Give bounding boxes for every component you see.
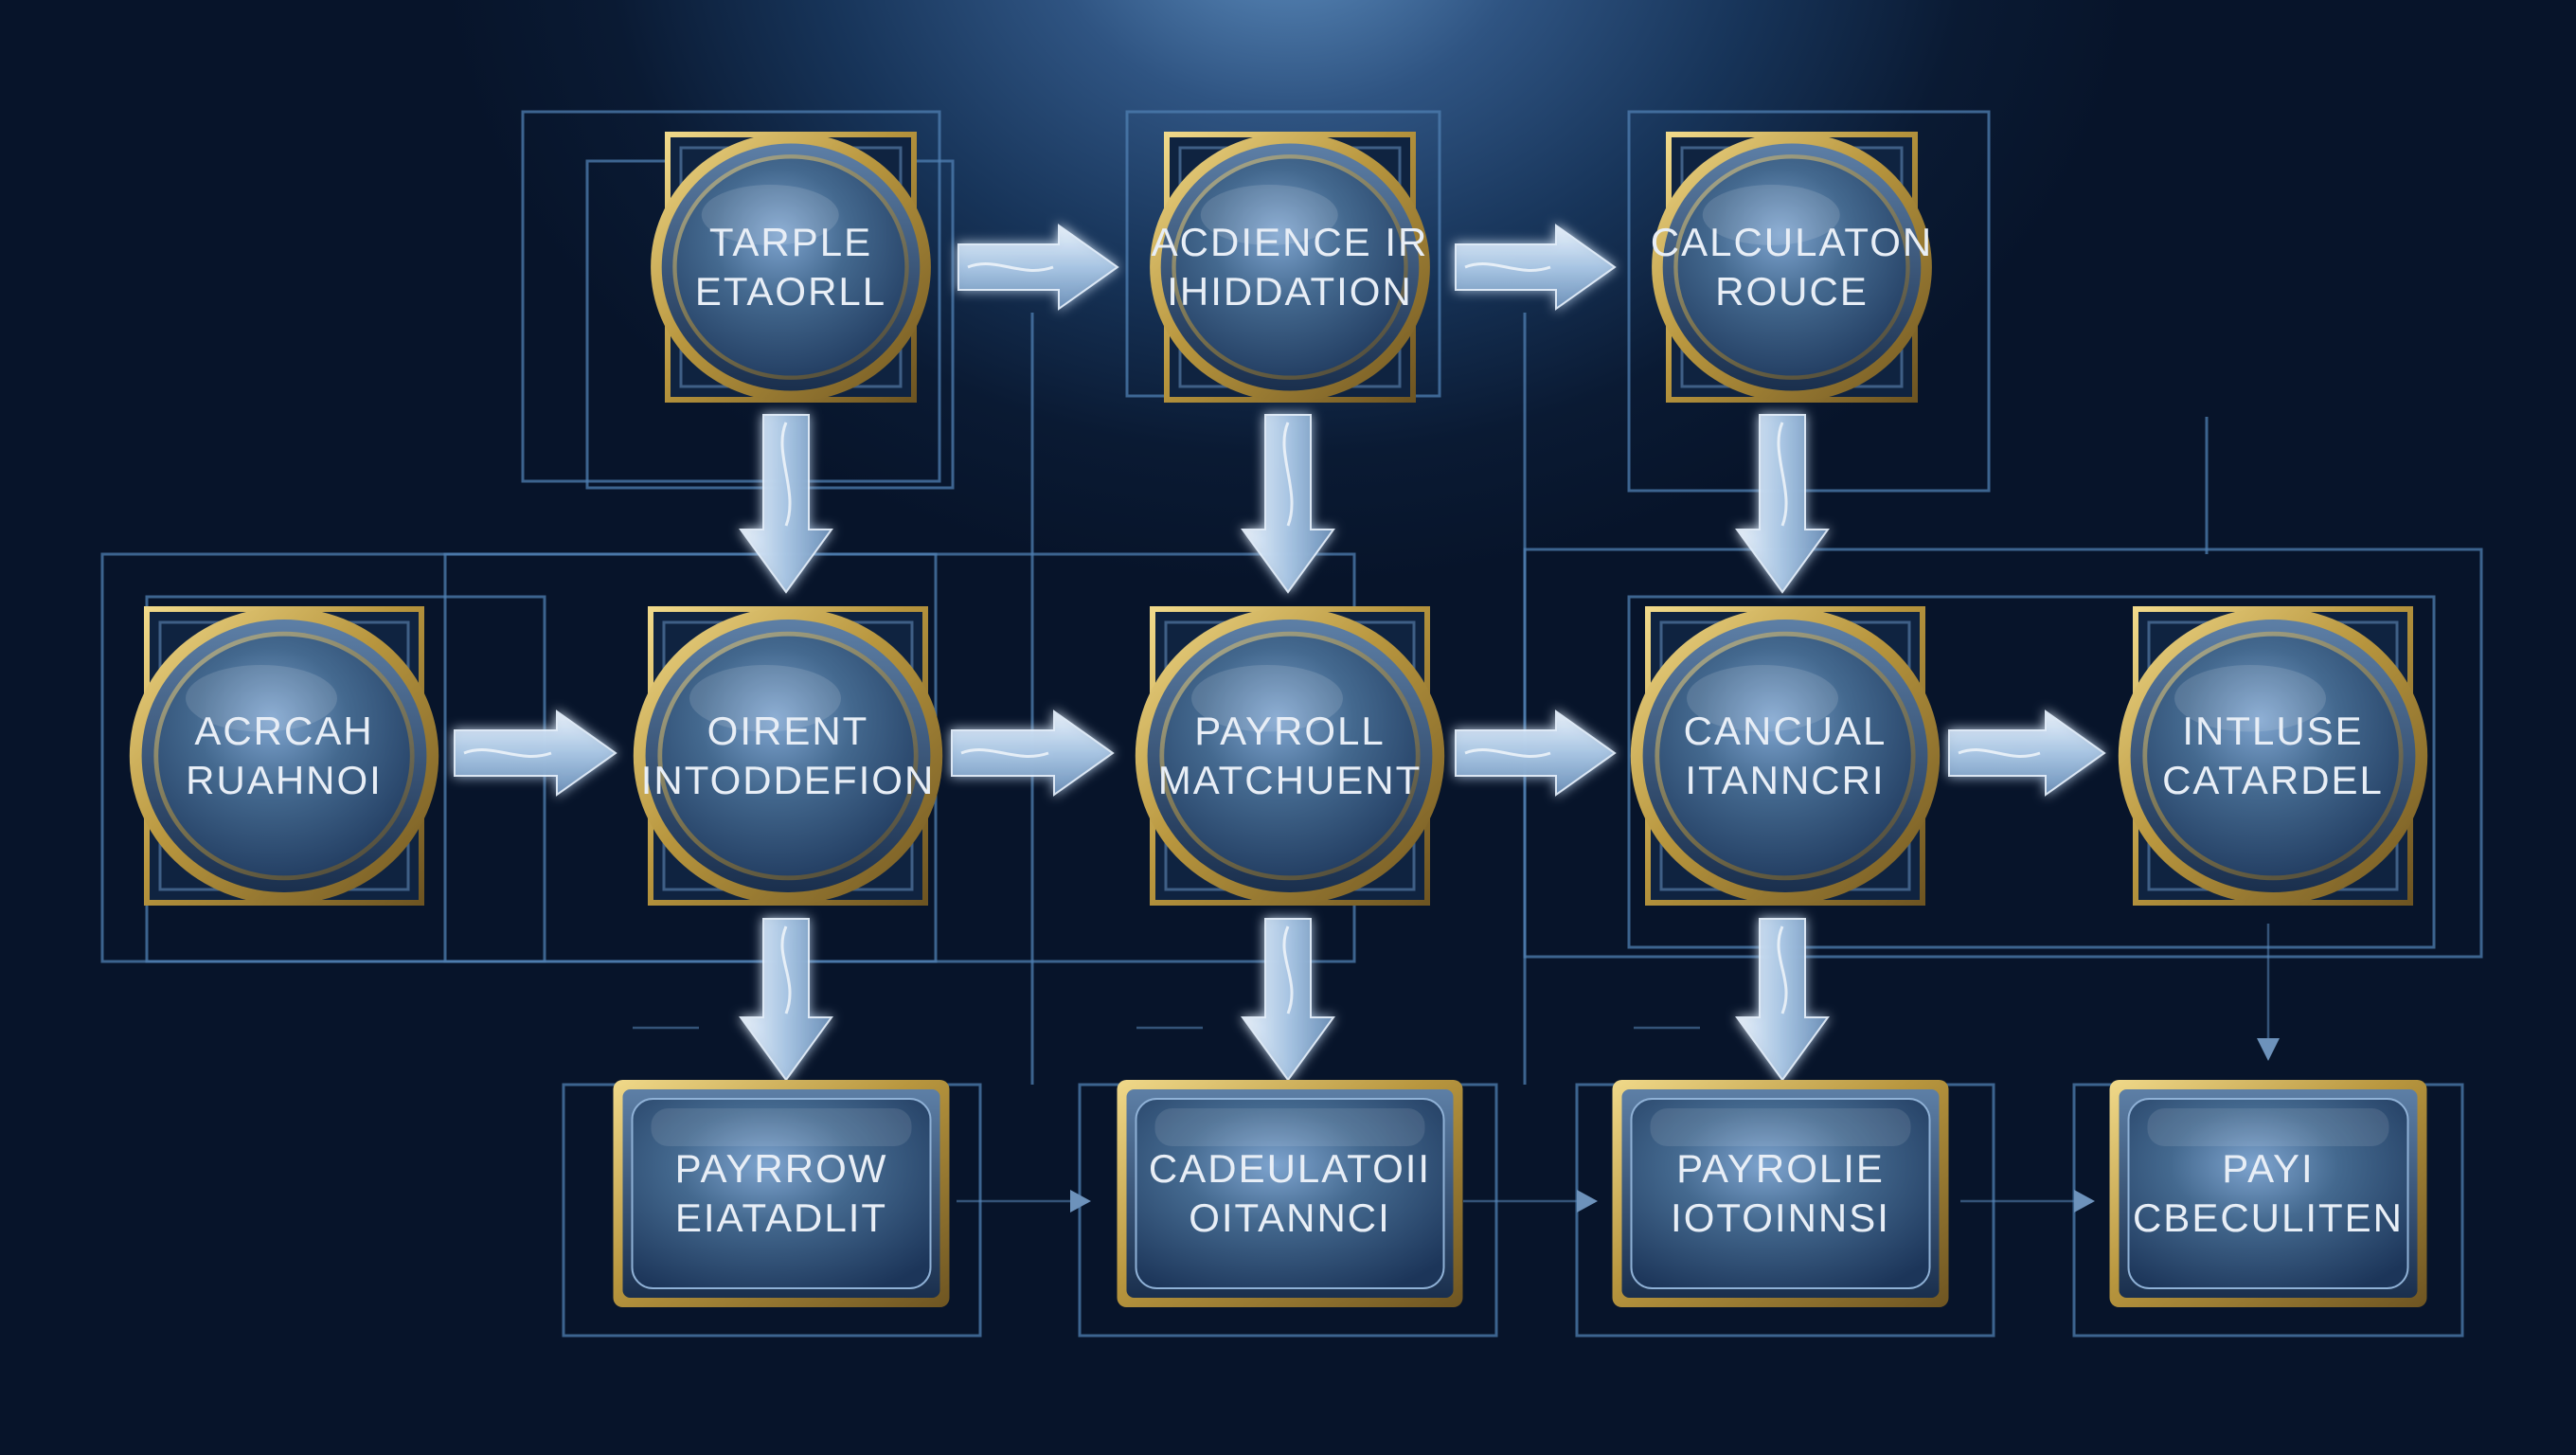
node-face	[1135, 1098, 1445, 1289]
node-label-line: CBECULITEN	[2133, 1195, 2404, 1240]
process-node-n3[interactable]: CALCULATON ROUCE	[1651, 132, 1934, 403]
process-node-n6[interactable]: PAYROLL MATCHUENT	[1135, 606, 1445, 906]
node-label-line: PAYROLIE	[1676, 1146, 1885, 1191]
process-node-n7[interactable]: CANCUAL ITANNCRI	[1630, 606, 1941, 906]
node-label-line: INTODDEFION	[641, 758, 936, 802]
arrow-n3-to-n7	[1735, 414, 1830, 594]
node-label-line: PAYROLL	[1194, 709, 1386, 753]
node-face	[1164, 636, 1416, 876]
node-label-line: MATCHUENT	[1158, 758, 1422, 802]
node-label-line: CALCULATON	[1651, 220, 1934, 264]
arrow-n6-to-n10	[1241, 918, 1335, 1082]
process-node-n2[interactable]: ACDIENCE IR IHIDDATION	[1150, 132, 1430, 403]
node-face	[1677, 158, 1906, 376]
arrow-n2-to-n3	[1455, 224, 1617, 311]
node-face	[1659, 636, 1911, 876]
node-label-line: PAYRROW	[675, 1146, 888, 1191]
arrow-n1-to-n5	[739, 414, 833, 594]
node-label-line: OITANNCI	[1189, 1195, 1391, 1240]
node-label-line: CADEULATOII	[1149, 1146, 1431, 1191]
bottom-row-connectors	[957, 1190, 2095, 1212]
process-node-n1[interactable]: TARPLE ETAORLL	[651, 132, 931, 403]
node-label-line: ITANNCRI	[1685, 758, 1885, 802]
node-label-line: ROUCE	[1715, 269, 1869, 314]
arrow-n5-to-n6	[951, 710, 1115, 797]
arrow-n4-to-n5	[454, 710, 617, 797]
flow-nodes: TARPLE ETAORLL ACDIENCE IR IHIDDATION CALCUL…	[129, 132, 2428, 1307]
node-face	[676, 158, 905, 376]
process-node-n4[interactable]: ACRCAH RUAHNOI	[129, 606, 439, 906]
node-label-line: IHIDDATION	[1167, 269, 1413, 314]
arrow-n6-to-n7	[1455, 710, 1617, 797]
arrow-n7-to-n11	[1735, 918, 1830, 1082]
node-face	[631, 1098, 932, 1289]
node-face	[662, 636, 914, 876]
node-label-line: CATARDEL	[2162, 758, 2384, 802]
node-face	[158, 636, 410, 876]
arrow-n2-to-n6	[1241, 414, 1335, 594]
node-label-line: ACDIENCE IR	[1152, 220, 1429, 264]
arrow-n7-to-n8	[1948, 710, 2106, 797]
node-face	[1630, 1098, 1931, 1289]
node-label-line: TARPLE	[709, 220, 872, 264]
node-label-line: EIATADLIT	[675, 1195, 887, 1240]
flow-arrows	[454, 224, 2106, 1082]
node-face	[1175, 158, 1404, 376]
arrow-n1-to-n2	[957, 224, 1119, 311]
node-label-line: IOTOINNSI	[1671, 1195, 1890, 1240]
node-label-line: ETAORLL	[695, 269, 886, 314]
arrow-n5-to-n9	[739, 918, 833, 1082]
process-node-n5[interactable]: OIRENT INTODDEFION	[633, 606, 943, 906]
process-node-n8[interactable]: INTLUSE CATARDEL	[2118, 606, 2428, 906]
node-face	[2147, 636, 2399, 876]
node-label-line: INTLUSE	[2182, 709, 2363, 753]
node-label-line: RUAHNOI	[186, 758, 383, 802]
node-label-line: ACRCAH	[194, 709, 373, 753]
node-face	[2127, 1098, 2409, 1289]
node-label-line: CANCUAL	[1684, 709, 1887, 753]
node-label-line: OIRENT	[707, 709, 869, 753]
node-label-line: PAYI	[2222, 1146, 2314, 1191]
